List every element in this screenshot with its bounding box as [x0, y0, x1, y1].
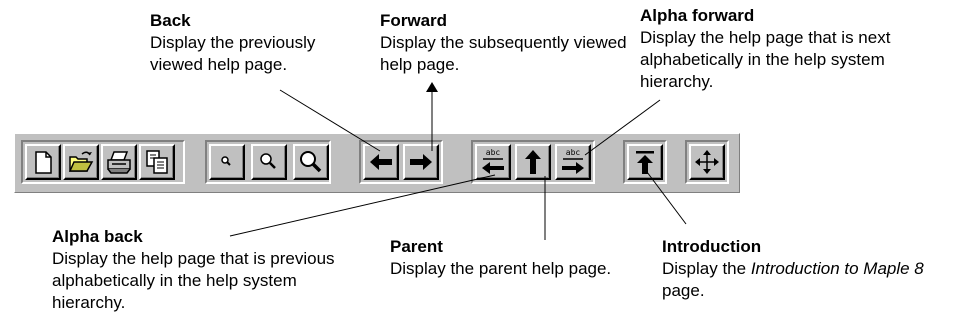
alpha-label: abc — [565, 148, 581, 157]
zoom-small-button[interactable] — [209, 144, 245, 180]
callout-title: Alpha back — [52, 227, 143, 246]
callout-title: Alpha forward — [640, 6, 755, 25]
leader-alpha-forward — [584, 99, 661, 156]
callout-description: Display the help page that is next alpha… — [640, 28, 891, 91]
print-button[interactable] — [101, 144, 137, 180]
alpha-forward-button[interactable]: abc — [555, 144, 591, 180]
copy-icon — [146, 150, 168, 174]
introduction-button-group — [623, 140, 667, 184]
leader-back — [279, 89, 381, 152]
arrow-right-icon — [410, 154, 432, 170]
arrow-left-icon — [370, 154, 392, 170]
arrow-up-icon — [525, 150, 541, 174]
zoom-medium-button[interactable] — [251, 144, 287, 180]
file-button-group — [21, 140, 185, 184]
new-document-icon — [35, 151, 52, 174]
callout-title: Introduction — [662, 237, 762, 256]
magnifier-medium-icon — [260, 153, 276, 169]
callout-alpha-forward: Alpha forward Display the help page that… — [640, 5, 960, 93]
callout-title: Parent — [390, 237, 443, 256]
alpha-back-icon — [482, 158, 504, 174]
open-folder-icon — [68, 151, 94, 172]
callout-description: Display the previously viewed help page. — [150, 33, 316, 74]
callout-parent: Parent Display the parent help page. — [390, 236, 640, 280]
help-toolbar: abc abc — [14, 133, 740, 193]
new-button[interactable] — [25, 144, 61, 180]
leader-alpha-back — [229, 174, 496, 237]
callout-title: Back — [150, 11, 191, 30]
move-button-group — [685, 140, 729, 184]
printer-icon — [107, 151, 131, 174]
alpha-back-button[interactable]: abc — [475, 144, 511, 180]
zoom-large-button[interactable] — [293, 144, 329, 180]
callout-forward: Forward Display the subsequently viewed … — [380, 10, 630, 76]
introduction-button[interactable] — [627, 144, 663, 180]
callout-back: Back Display the previously viewed help … — [150, 10, 370, 76]
callout-title: Forward — [380, 11, 448, 30]
zoom-button-group — [205, 140, 331, 184]
back-button[interactable] — [363, 144, 399, 180]
alpha-forward-icon — [562, 158, 584, 174]
leader-forward-arrowhead — [426, 82, 438, 92]
magnifier-small-icon — [221, 156, 231, 166]
callout-description: Display the Introduction to Maple 8 page… — [662, 259, 924, 300]
callout-description: Display the parent help page. — [390, 259, 612, 278]
forward-button[interactable] — [403, 144, 439, 180]
callout-introduction: Introduction Display the Introduction to… — [662, 236, 942, 302]
move-button[interactable] — [689, 144, 725, 180]
callout-alpha-back: Alpha back Display the help page that is… — [52, 226, 352, 314]
arrow-to-top-icon — [636, 151, 654, 174]
leader-introduction — [646, 171, 687, 225]
alpha-label: abc — [485, 148, 501, 157]
navigation-button-group — [359, 140, 443, 184]
callout-description: Display the subsequently viewed help pag… — [380, 33, 627, 74]
parent-button[interactable] — [515, 144, 551, 180]
callout-description: Display the help page that is previous a… — [52, 249, 335, 312]
open-button[interactable] — [63, 144, 99, 180]
hierarchy-button-group: abc abc — [471, 140, 595, 184]
four-way-arrow-icon — [695, 150, 719, 174]
magnifier-large-icon — [300, 151, 322, 173]
copy-button[interactable] — [139, 144, 175, 180]
